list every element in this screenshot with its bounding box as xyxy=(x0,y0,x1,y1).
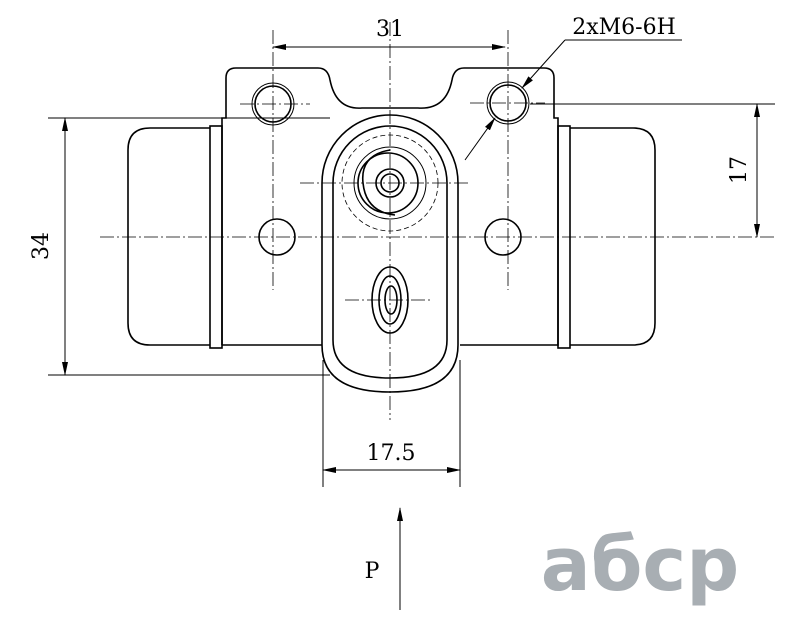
dimension-hole-offset: 17 xyxy=(530,103,775,238)
dimension-piston-width: 17.5 xyxy=(322,360,461,487)
watermark-logo: абср xyxy=(541,522,739,608)
dimension-overall-height: 34 xyxy=(29,117,330,376)
thread-callout: 2xM6-6H xyxy=(464,15,682,161)
mounting-holes xyxy=(251,81,530,256)
pressure-direction-arrow: P xyxy=(365,507,403,610)
dim-17-5-label: 17.5 xyxy=(367,441,416,466)
dim-17-label: 17 xyxy=(727,156,752,184)
dimension-hole-spacing: 31 xyxy=(272,17,506,50)
dim-34-label: 34 xyxy=(29,232,54,260)
bleeder-housing xyxy=(321,114,459,393)
cylinder-body xyxy=(221,67,559,346)
dim-31-label: 31 xyxy=(376,17,404,42)
thread-label: 2xM6-6H xyxy=(572,15,676,40)
pressure-label: P xyxy=(365,559,380,584)
centerlines xyxy=(100,22,775,420)
